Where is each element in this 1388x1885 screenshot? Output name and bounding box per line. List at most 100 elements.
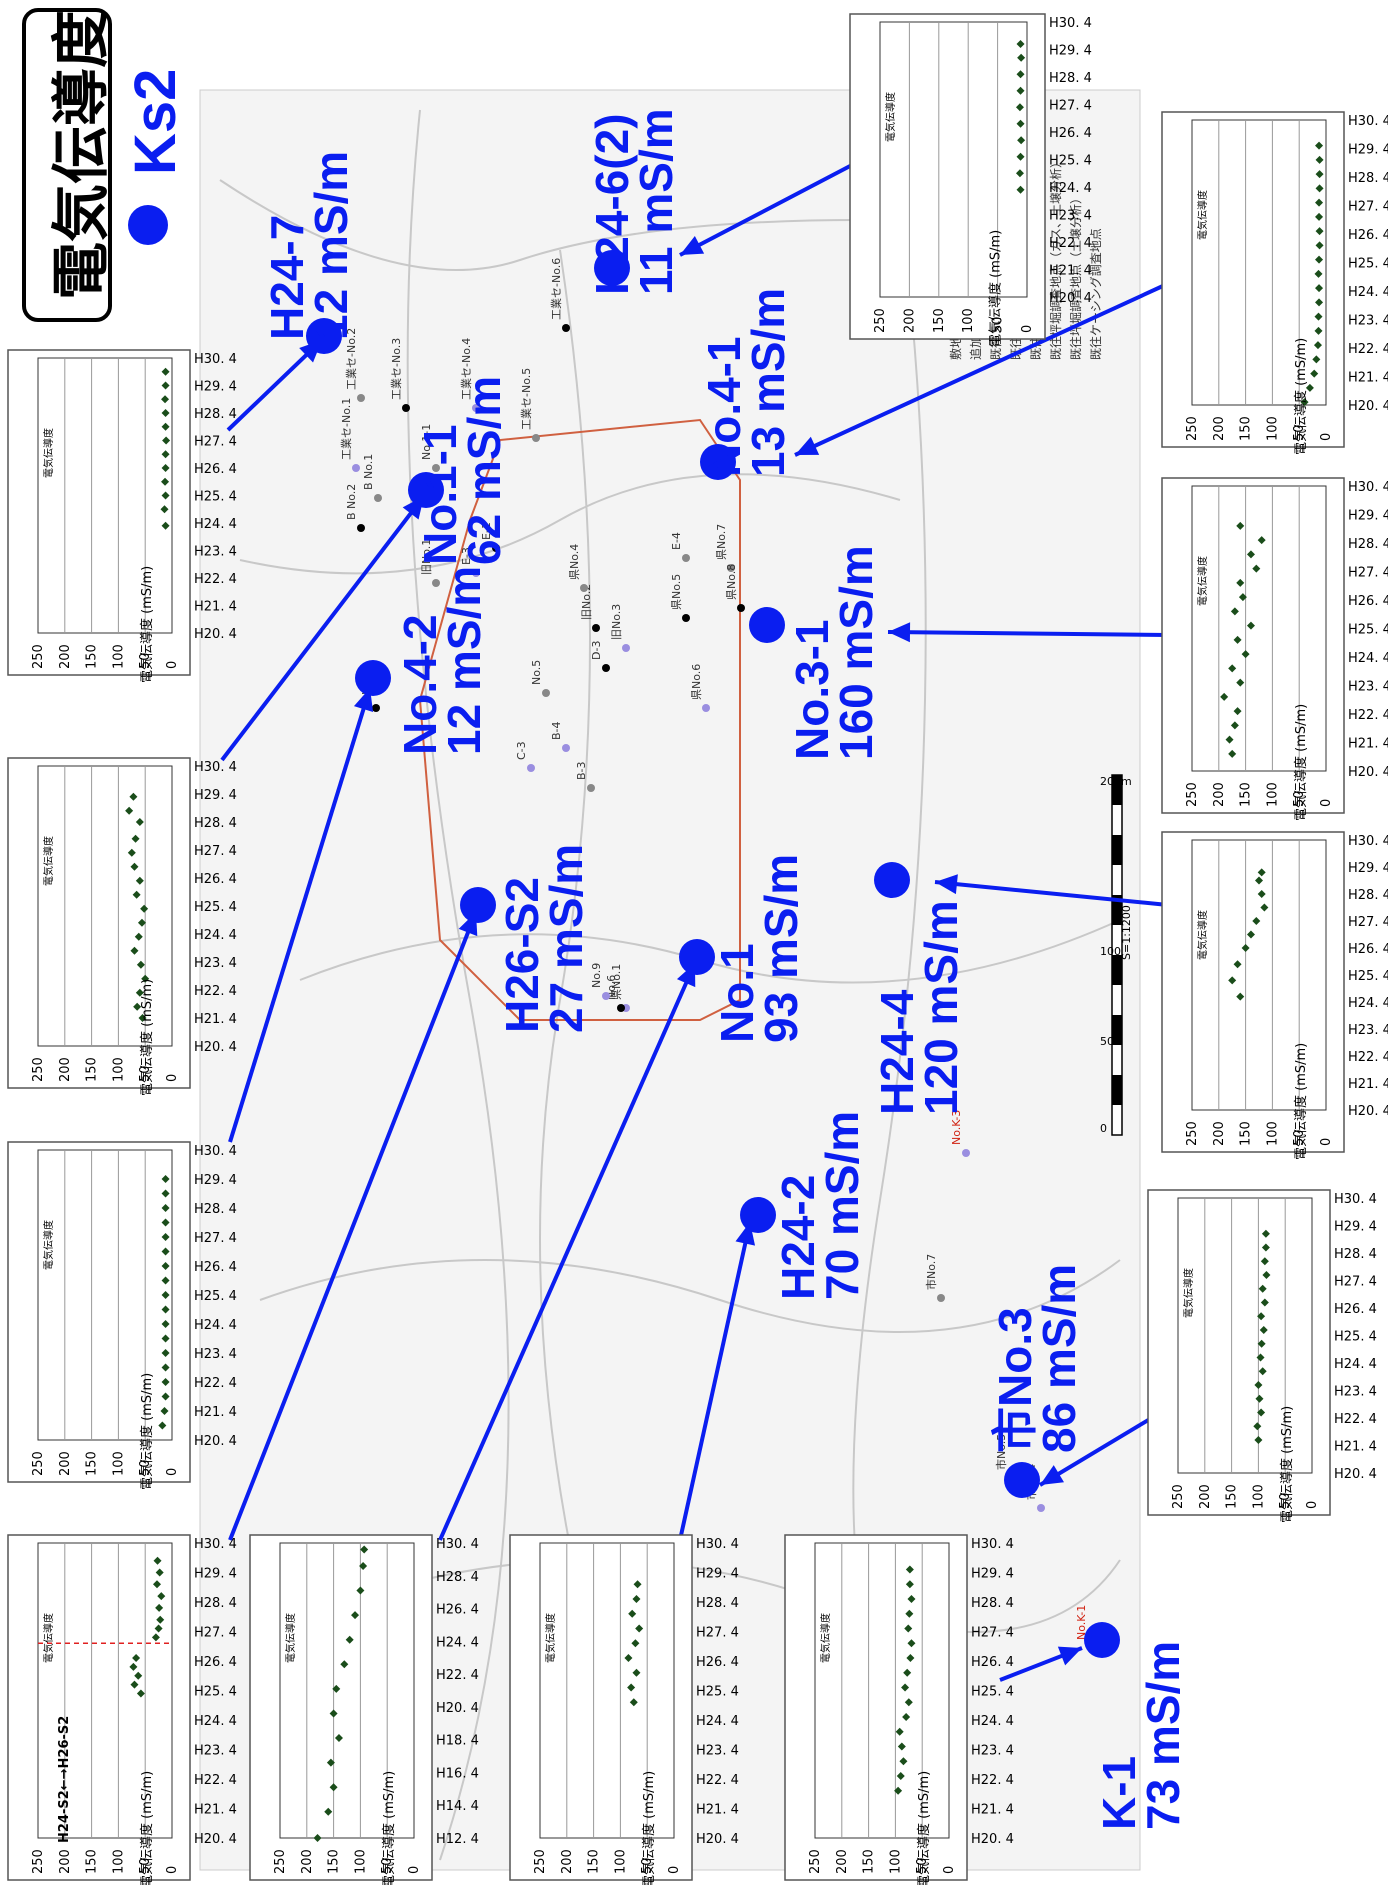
data-point: [905, 1609, 914, 1618]
x-tick-label: H24. 4: [696, 1714, 739, 1729]
data-point: [903, 1668, 912, 1677]
series-label: 電気伝導度: [1182, 1268, 1195, 1318]
x-tick-label: H26. 4: [696, 1655, 739, 1670]
scale-bar: [1111, 774, 1123, 1136]
y-tick-label: 100: [888, 1849, 903, 1874]
y-tick-label: 250: [273, 1849, 288, 1874]
y-tick-label: 200: [835, 1849, 850, 1874]
site-id: K-1: [1093, 1755, 1145, 1830]
y-tick-label: 50: [640, 1857, 655, 1874]
data-point: [1257, 868, 1266, 877]
data-point: [141, 974, 150, 983]
data-point: [1310, 369, 1319, 378]
map-point: [374, 494, 382, 502]
site-marker: [306, 318, 342, 354]
data-point: [1255, 1394, 1264, 1403]
x-tick-label: H24. 4: [194, 1714, 237, 1729]
data-point: [904, 1624, 913, 1633]
map-point: [727, 564, 735, 572]
y-tick-label: 100: [111, 1849, 126, 1874]
data-point: [161, 477, 170, 486]
map-point: [527, 764, 535, 772]
x-tick-label: H24. 4: [436, 1635, 479, 1650]
site-id: No.3-1: [786, 619, 838, 760]
data-point: [907, 1639, 916, 1648]
plot-area: [539, 1542, 675, 1839]
x-tick-label: H29. 4: [971, 1567, 1014, 1582]
y-axis-title: 電気伝導度 (mS/m): [1293, 704, 1309, 821]
x-tick-label: H18. 4: [436, 1734, 479, 1749]
data-point: [351, 1611, 360, 1620]
data-point: [635, 1624, 644, 1633]
x-tick-label: H22. 4: [1334, 1412, 1377, 1427]
site-marker: [874, 862, 910, 898]
x-tick-label: H20. 4: [1049, 291, 1092, 306]
data-point: [1228, 664, 1237, 673]
y-tick-label: 150: [85, 1057, 100, 1082]
leader-line: [228, 911, 478, 1541]
map-point: [432, 579, 440, 587]
x-tick-label: H16. 4: [436, 1766, 479, 1781]
scale-tick-0: 0: [1100, 1122, 1107, 1135]
y-tick-label: 150: [1239, 1121, 1254, 1146]
y-tick-label: 50: [138, 1857, 153, 1874]
y-tick-label: 50: [380, 1857, 395, 1874]
y-axis-title: 電気伝導度 (mS/m): [641, 1771, 657, 1885]
data-point: [1246, 621, 1255, 630]
x-tick-label: H12. 4: [436, 1832, 479, 1847]
data-point: [161, 1204, 170, 1212]
y-tick-label: 0: [407, 1866, 422, 1874]
data-point: [1258, 1367, 1267, 1376]
x-tick-label: H28. 4: [436, 1570, 479, 1585]
x-tick-label: H22. 4: [696, 1773, 739, 1788]
x-tick-label: H30. 4: [436, 1537, 479, 1552]
x-tick-label: H27. 4: [194, 1231, 237, 1246]
x-tick-label: H28. 4: [696, 1596, 739, 1611]
y-tick-label: 250: [31, 644, 46, 669]
data-point: [161, 450, 170, 459]
x-tick-label: H27. 4: [1334, 1275, 1377, 1290]
y-tick-label: 150: [587, 1849, 602, 1874]
data-point: [137, 918, 146, 927]
data-point: [1233, 960, 1242, 969]
x-tick-label: H25. 4: [1348, 969, 1388, 984]
site-boundary: [418, 418, 741, 1021]
series-label: 電気伝導度: [1196, 190, 1209, 240]
x-tick-label: H20. 4: [1348, 765, 1388, 780]
arrowhead: [1057, 1646, 1082, 1666]
site-legend-item: 既往ケーシング調査地点: [1088, 228, 1103, 360]
data-point: [1260, 1257, 1269, 1266]
series-label: 電気伝導度: [544, 1613, 557, 1663]
site-marker: [749, 607, 785, 643]
y-tick-label: 100: [961, 308, 976, 333]
y-tick-label: 100: [111, 1451, 126, 1476]
data-point: [1260, 903, 1269, 912]
data-point: [1017, 136, 1026, 145]
data-point: [1246, 930, 1255, 939]
series-label: 電気伝導度: [819, 1613, 832, 1663]
map-point: [402, 404, 410, 412]
y-axis-title: 電気伝導度 (mS/m): [1293, 1043, 1309, 1160]
data-point: [1236, 521, 1245, 530]
map-point: [682, 554, 690, 562]
series-label: 電気伝導度: [42, 1613, 55, 1663]
y-tick-label: 50: [138, 1459, 153, 1476]
data-point: [1236, 678, 1245, 687]
y-axis-title: 電気伝導度 (mS/m): [988, 230, 1004, 347]
data-point: [129, 1662, 138, 1671]
x-tick-label: H28. 4: [1049, 71, 1092, 86]
y-tick-label: 200: [1212, 416, 1227, 441]
data-point: [1313, 341, 1322, 350]
site-marker: [1084, 1622, 1120, 1658]
x-tick-label: H22. 4: [436, 1668, 479, 1683]
y-tick-label: 100: [1265, 782, 1280, 807]
data-point: [161, 1305, 170, 1314]
map-point-label: No.1-1: [420, 424, 433, 460]
data-point: [1262, 1271, 1271, 1279]
